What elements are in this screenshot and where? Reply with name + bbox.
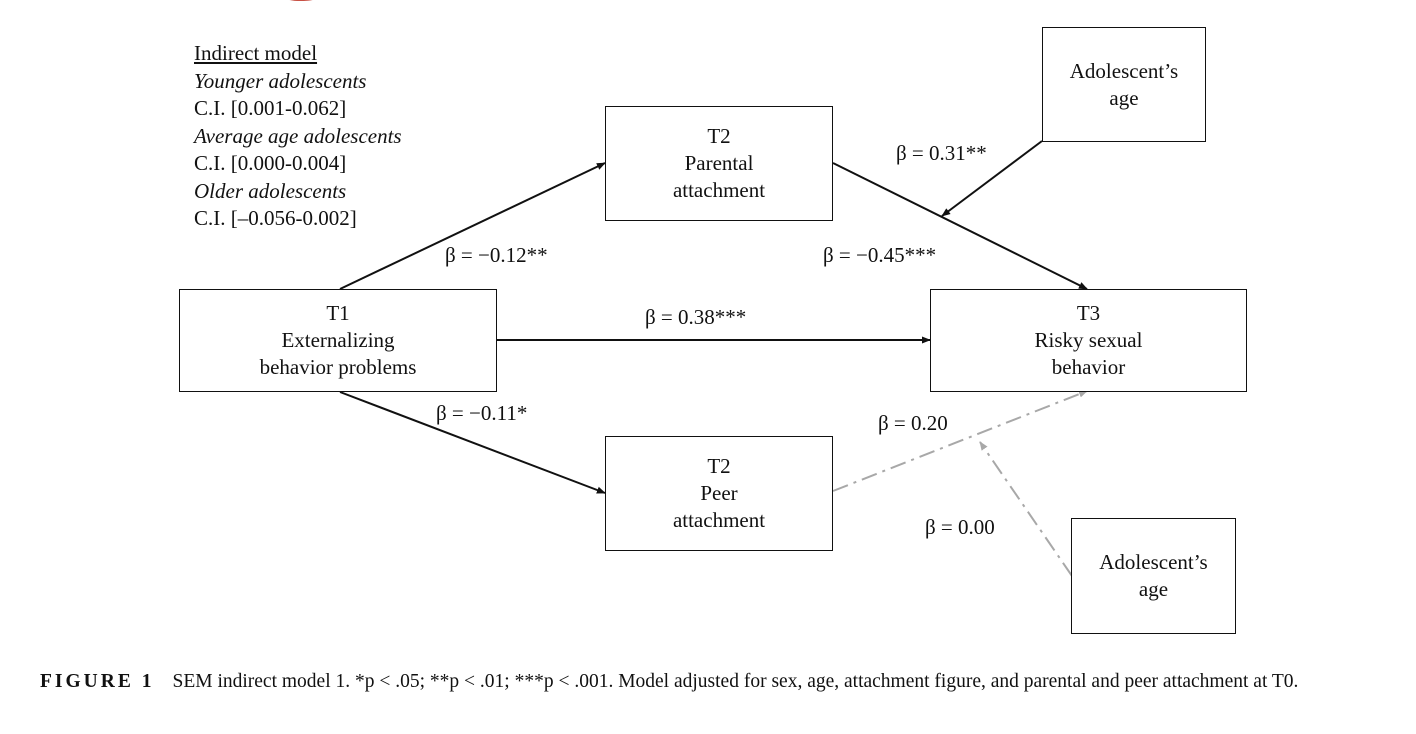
node-line: behavior problems xyxy=(259,355,417,379)
arrow-age-top-moderation xyxy=(941,140,1043,217)
node-line: attachment xyxy=(672,178,766,202)
node-line: Parental xyxy=(684,151,754,175)
node-t3-risky: T3 Risky sexual behavior xyxy=(930,289,1247,392)
figure-caption: FIGURE 1 SEM indirect model 1. *p < .05; … xyxy=(40,671,1298,693)
arrow-parental-to-t3 xyxy=(832,162,1088,290)
node-line: age xyxy=(1109,85,1139,110)
node-t2-peer: T2 Peer attachment xyxy=(605,436,833,551)
arrow-peer-to-t3 xyxy=(832,390,1088,492)
node-age-top: Adolescent’s age xyxy=(1042,27,1206,142)
node-line: age xyxy=(1138,577,1169,601)
figure-label: FIGURE 1 xyxy=(40,671,155,692)
beta-t1-to-parental: β = −0.12** xyxy=(445,243,548,267)
group-label: Younger adolescents xyxy=(194,68,367,93)
indirect-model-summary: Indirect model Younger adolescents C.I. … xyxy=(194,40,402,233)
node-line: Risky sexual xyxy=(1034,328,1143,352)
node-line: Externalizing xyxy=(281,328,395,352)
arrow-t1-to-parental xyxy=(339,162,606,290)
group-label: Average age adolescents xyxy=(194,123,402,148)
beta-age-moderation-bottom: β = 0.00 xyxy=(925,515,995,539)
group-label: Older adolescents xyxy=(194,178,347,203)
indirect-model-heading: Indirect model xyxy=(194,41,318,65)
node-t2-parental: T2 Parental attachment xyxy=(605,106,833,221)
node-line: T2 xyxy=(707,454,731,478)
beta-t1-to-peer: β = −0.11* xyxy=(436,401,528,425)
group-ci: C.I. [0.000-0.004] xyxy=(194,151,347,175)
node-t1-externalizing: T1 Externalizing behavior problems xyxy=(179,289,497,392)
node-line: T2 xyxy=(707,124,731,148)
arrow-t1-to-peer xyxy=(339,391,606,494)
node-line: T1 xyxy=(326,301,350,325)
node-line: Peer xyxy=(700,481,738,505)
node-line: attachment xyxy=(672,508,766,532)
beta-age-moderation-top: β = 0.31** xyxy=(896,141,987,165)
caption-text: SEM indirect model 1. *p < .05; **p < .0… xyxy=(172,671,1299,692)
beta-t1-to-t3: β = 0.38*** xyxy=(645,305,747,329)
arrow-age-bottom-moderation xyxy=(979,441,1073,577)
node-age-bottom: Adolescent’s age xyxy=(1071,518,1236,634)
beta-peer-to-t3: β = 0.20 xyxy=(878,411,948,435)
node-line: behavior xyxy=(1051,355,1126,379)
group-ci: C.I. [0.001-0.062] xyxy=(194,96,347,120)
node-line: T3 xyxy=(1076,301,1101,325)
group-ci: C.I. [–0.056-0.002] xyxy=(194,206,357,230)
node-line: Adolescent’s xyxy=(1069,58,1179,83)
beta-parental-to-t3: β = −0.45*** xyxy=(823,243,937,267)
node-line: Adolescent’s xyxy=(1099,550,1208,574)
